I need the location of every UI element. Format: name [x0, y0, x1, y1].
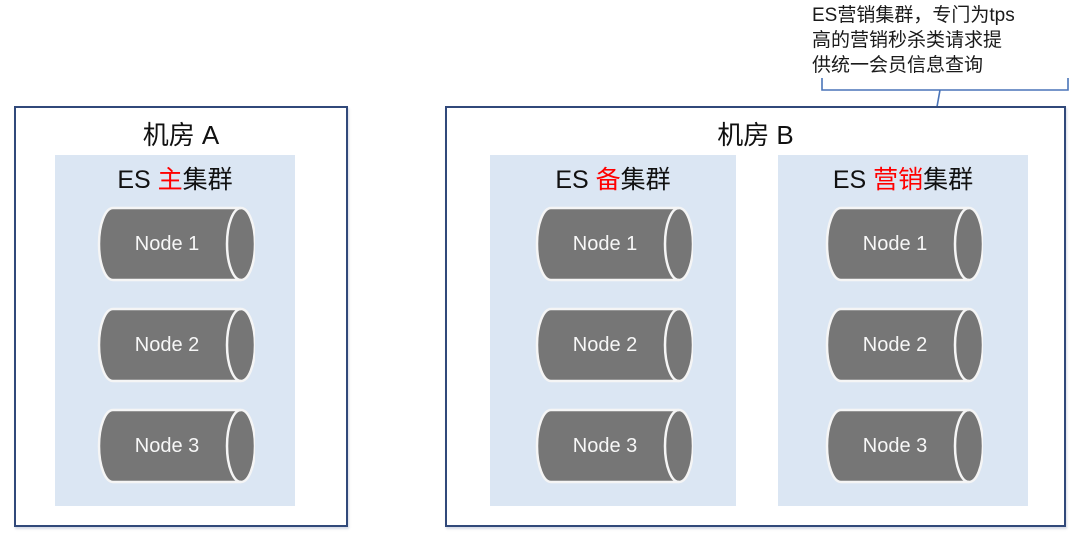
node-cylinder: Node 1: [533, 206, 693, 282]
node-label: Node 1: [572, 232, 638, 255]
cluster-label-highlight: 营销: [873, 166, 924, 194]
cluster-es-backup: ES 备集群 Node 1 Node 2 Node 3: [490, 155, 736, 506]
cylinder-shape-icon: [535, 408, 693, 484]
cluster-es-marketing: ES 营销集群 Node 1 Node 2 Node 3: [778, 155, 1028, 506]
room-title: 机房 A: [142, 120, 220, 150]
bracket-shape: [821, 78, 1069, 91]
cylinder-shape-icon: [535, 206, 693, 282]
callout-note: ES营销集群，专门为tps 高的营销秒杀类请求提 供统一会员信息查询: [812, 3, 1078, 78]
node-cylinder: Node 2: [533, 307, 693, 383]
node-cylinder: Node 3: [95, 408, 255, 484]
cluster-label: ES 备集群: [555, 166, 671, 194]
room-title: 机房 B: [717, 120, 794, 150]
room-a: 机房 A ES 主集群 Node 1 Node 2 Node 3: [14, 106, 348, 527]
cylinder-shape-icon: [825, 206, 983, 282]
cylinder-shape-icon: [535, 307, 693, 383]
cluster-label: ES 主集群: [117, 166, 233, 194]
cluster-label: ES 营销集群: [832, 166, 974, 194]
cylinder-shape-icon: [97, 307, 255, 383]
node-label: Node 2: [572, 333, 638, 356]
callout-line: 高的营销秒杀类请求提: [812, 30, 1003, 51]
room-b: 机房 B ES 备集群 Node 1 Node 2 Node 3 ES 营销集群: [445, 106, 1066, 527]
cylinder-shape-icon: [97, 408, 255, 484]
node-cylinder: Node 3: [823, 408, 983, 484]
node-label: Node 3: [862, 434, 928, 457]
node-cylinder: Node 2: [823, 307, 983, 383]
node-label: Node 3: [572, 434, 638, 457]
node-label: Node 1: [134, 232, 200, 255]
node-label: Node 3: [134, 434, 200, 457]
callout-line: 供统一会员信息查询: [812, 55, 984, 76]
cylinder-shape-icon: [825, 307, 983, 383]
node-cylinder: Node 3: [533, 408, 693, 484]
node-list: Node 1 Node 2 Node 3: [55, 206, 295, 484]
cylinder-shape-icon: [825, 408, 983, 484]
node-list: Node 1 Node 2 Node 3: [778, 206, 1028, 484]
node-label: Node 2: [862, 333, 928, 356]
cluster-label-highlight: 主: [157, 166, 183, 194]
cluster-es-primary: ES 主集群 Node 1 Node 2 Node 3: [55, 155, 295, 506]
node-cylinder: Node 2: [95, 307, 255, 383]
callout-line: ES营销集群，专门为tps: [812, 5, 1015, 26]
node-cylinder: Node 1: [823, 206, 983, 282]
cylinder-shape-icon: [97, 206, 255, 282]
node-cylinder: Node 1: [95, 206, 255, 282]
cluster-label-highlight: 备: [595, 166, 621, 194]
node-label: Node 2: [134, 333, 200, 356]
node-label: Node 1: [862, 232, 928, 255]
node-list: Node 1 Node 2 Node 3: [490, 206, 736, 484]
